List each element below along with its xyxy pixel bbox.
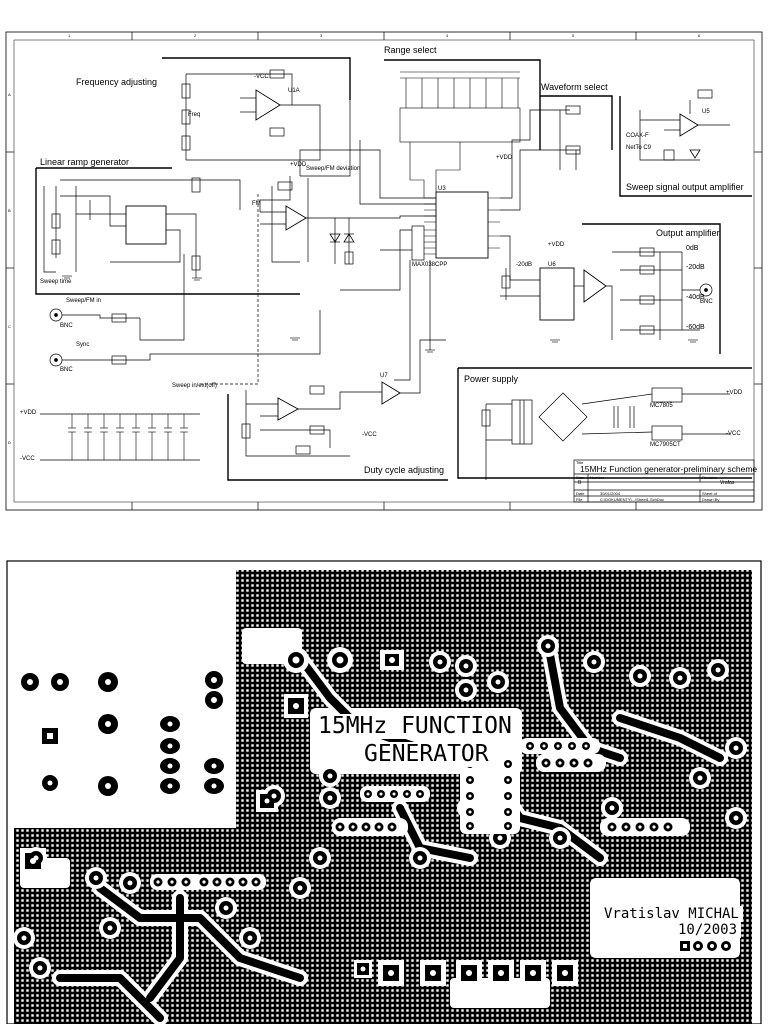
label-bnc-1: BNC xyxy=(60,323,73,329)
op-amp-u1b xyxy=(285,205,307,231)
title-block-revision-caption: Revision xyxy=(702,475,718,480)
title-block-size: B xyxy=(578,480,582,486)
label-vcc-4: -VCC xyxy=(362,432,377,438)
section-label-sweep-deviation: Sweep/FM deviation xyxy=(306,166,361,172)
power-supply-box xyxy=(457,368,752,479)
title-block-size-caption: Size xyxy=(576,475,584,480)
bnc-output xyxy=(699,283,713,297)
ramp-generator-box xyxy=(35,168,300,295)
title-block-title-caption: Title xyxy=(576,460,584,465)
title-block-file: C:\DOKUMENTY\...\Sheet1.SchDoc xyxy=(600,497,665,502)
border-number-1: 1 xyxy=(68,33,71,38)
transformer-t1 xyxy=(511,399,533,445)
border-letter-d: D xyxy=(8,440,11,445)
label-u6: U6 xyxy=(548,262,556,268)
border-letter-b: B xyxy=(8,208,11,213)
label-sync: Sync xyxy=(76,342,90,348)
op-amp-u5 xyxy=(679,113,699,137)
section-label-waveform: Waveform select xyxy=(541,82,608,92)
u9-regulator xyxy=(651,425,683,441)
label-vcc-3: -VCC xyxy=(726,431,741,437)
duty-cycle-box xyxy=(227,394,448,481)
atten-level-20db: -20dB xyxy=(686,264,705,271)
border-number-3: 3 xyxy=(320,33,323,38)
op-amp-u3a xyxy=(381,381,401,405)
label-max038: MAX038CPP xyxy=(412,262,448,268)
title-block-date: 30/01/2004 xyxy=(600,491,621,496)
label-vdd-1: +VDD xyxy=(290,162,307,168)
border-number-4: 4 xyxy=(446,33,449,38)
label-freq-pot: Freq xyxy=(188,112,201,118)
section-label-ramp-generator: Linear ramp generator xyxy=(40,157,130,167)
label-minus20db: -20dB xyxy=(516,262,533,268)
section-label-output-amp: Output amplifier xyxy=(656,228,720,238)
section-label-sweep-amp: Sweep signal output amplifier xyxy=(626,182,744,192)
border-number-6: 6 xyxy=(698,33,701,38)
label-mc7805: MC7805 xyxy=(650,403,673,409)
waveform-section-line xyxy=(540,95,613,150)
capacitor-bank xyxy=(399,71,521,198)
label-vdd-2: +VDD xyxy=(496,155,513,161)
label-vdd-3: +VDD xyxy=(548,242,565,248)
section-label-duty-cycle: Duty cycle adjusting xyxy=(364,465,445,475)
label-mc7905: MC7905CT xyxy=(650,442,681,448)
label-vdd-5: +VDD xyxy=(726,390,743,396)
label-u5: U5 xyxy=(702,109,710,115)
title-block-number-caption: Number xyxy=(590,475,605,480)
label-fm: FM xyxy=(252,201,261,207)
label-vcc-2: -VCC xyxy=(20,456,35,462)
label-vcc-1: -VCC xyxy=(254,74,269,80)
u6-buffer-ic xyxy=(539,267,575,321)
u8-regulator xyxy=(651,387,683,403)
u4-timer-ic xyxy=(125,205,167,245)
label-sweep-fm-in: Sweep/FM in xyxy=(66,298,102,304)
u3-ic-body xyxy=(435,191,489,259)
title-block-sheet-caption: Sheet of xyxy=(702,491,717,496)
title-block-file-caption: File xyxy=(576,497,583,502)
border-letter-c: C xyxy=(8,324,11,329)
frequency-section-line xyxy=(162,57,351,100)
bridge-rectifier xyxy=(538,392,588,442)
label-u3: U3 xyxy=(438,186,446,192)
label-bnc-2: BNC xyxy=(60,367,73,373)
schematic-diagram xyxy=(5,31,763,511)
section-label-frequency: Frequency adjusting xyxy=(76,77,158,87)
sweep-amp-box xyxy=(619,96,752,197)
border-letter-a: A xyxy=(8,92,11,97)
title-block-date-caption: Date xyxy=(576,491,585,496)
border-number-2: 2 xyxy=(194,33,197,38)
label-coax-f: COAX-F xyxy=(626,133,649,139)
section-label-power-supply: Power supply xyxy=(464,374,519,384)
range-select-bracket xyxy=(384,59,541,150)
output-amp-box xyxy=(582,223,721,354)
op-amp-u2 xyxy=(277,397,299,421)
label-vdd-4: +VDD xyxy=(20,410,37,416)
label-u7: U7 xyxy=(380,373,388,379)
label-u1a: U1A xyxy=(288,88,300,94)
pcb-date: 10/2003 xyxy=(674,922,742,938)
section-label-range-select: Range select xyxy=(384,45,437,55)
atten-level-60db: -60dB xyxy=(686,324,705,331)
label-bnc-3: BNC xyxy=(700,299,713,305)
label-sweep-switch: Sweep in/ext(off) xyxy=(172,383,217,389)
label-netto-c9: NetTo C9 xyxy=(626,145,652,151)
title-block-drawn-caption: Drawn By xyxy=(702,497,720,502)
op-amp-u11 xyxy=(583,269,607,303)
pcb-layout xyxy=(6,560,762,1024)
title-block-revision: Vrafas xyxy=(720,480,735,486)
atten-level-0db: 0dB xyxy=(686,245,699,252)
schematic-inner-border xyxy=(13,39,755,503)
border-number-5: 5 xyxy=(572,33,575,38)
pcb-title-line2: GENERATOR xyxy=(360,742,493,767)
pcb-title-line1: 15MHz FUNCTION xyxy=(314,714,516,739)
schematic-outer-border xyxy=(5,31,763,511)
label-sweep-time: Sweep time xyxy=(40,279,72,285)
title-block xyxy=(573,459,755,503)
op-amp-u1a xyxy=(255,89,281,121)
ic-footprint-rows xyxy=(150,738,690,890)
atten-level-40db: -40dB xyxy=(686,294,705,301)
pcb-author: Vratislav MICHAL xyxy=(600,906,743,922)
title-block-title: 15MHz Function generator-preliminary sch… xyxy=(580,464,758,474)
